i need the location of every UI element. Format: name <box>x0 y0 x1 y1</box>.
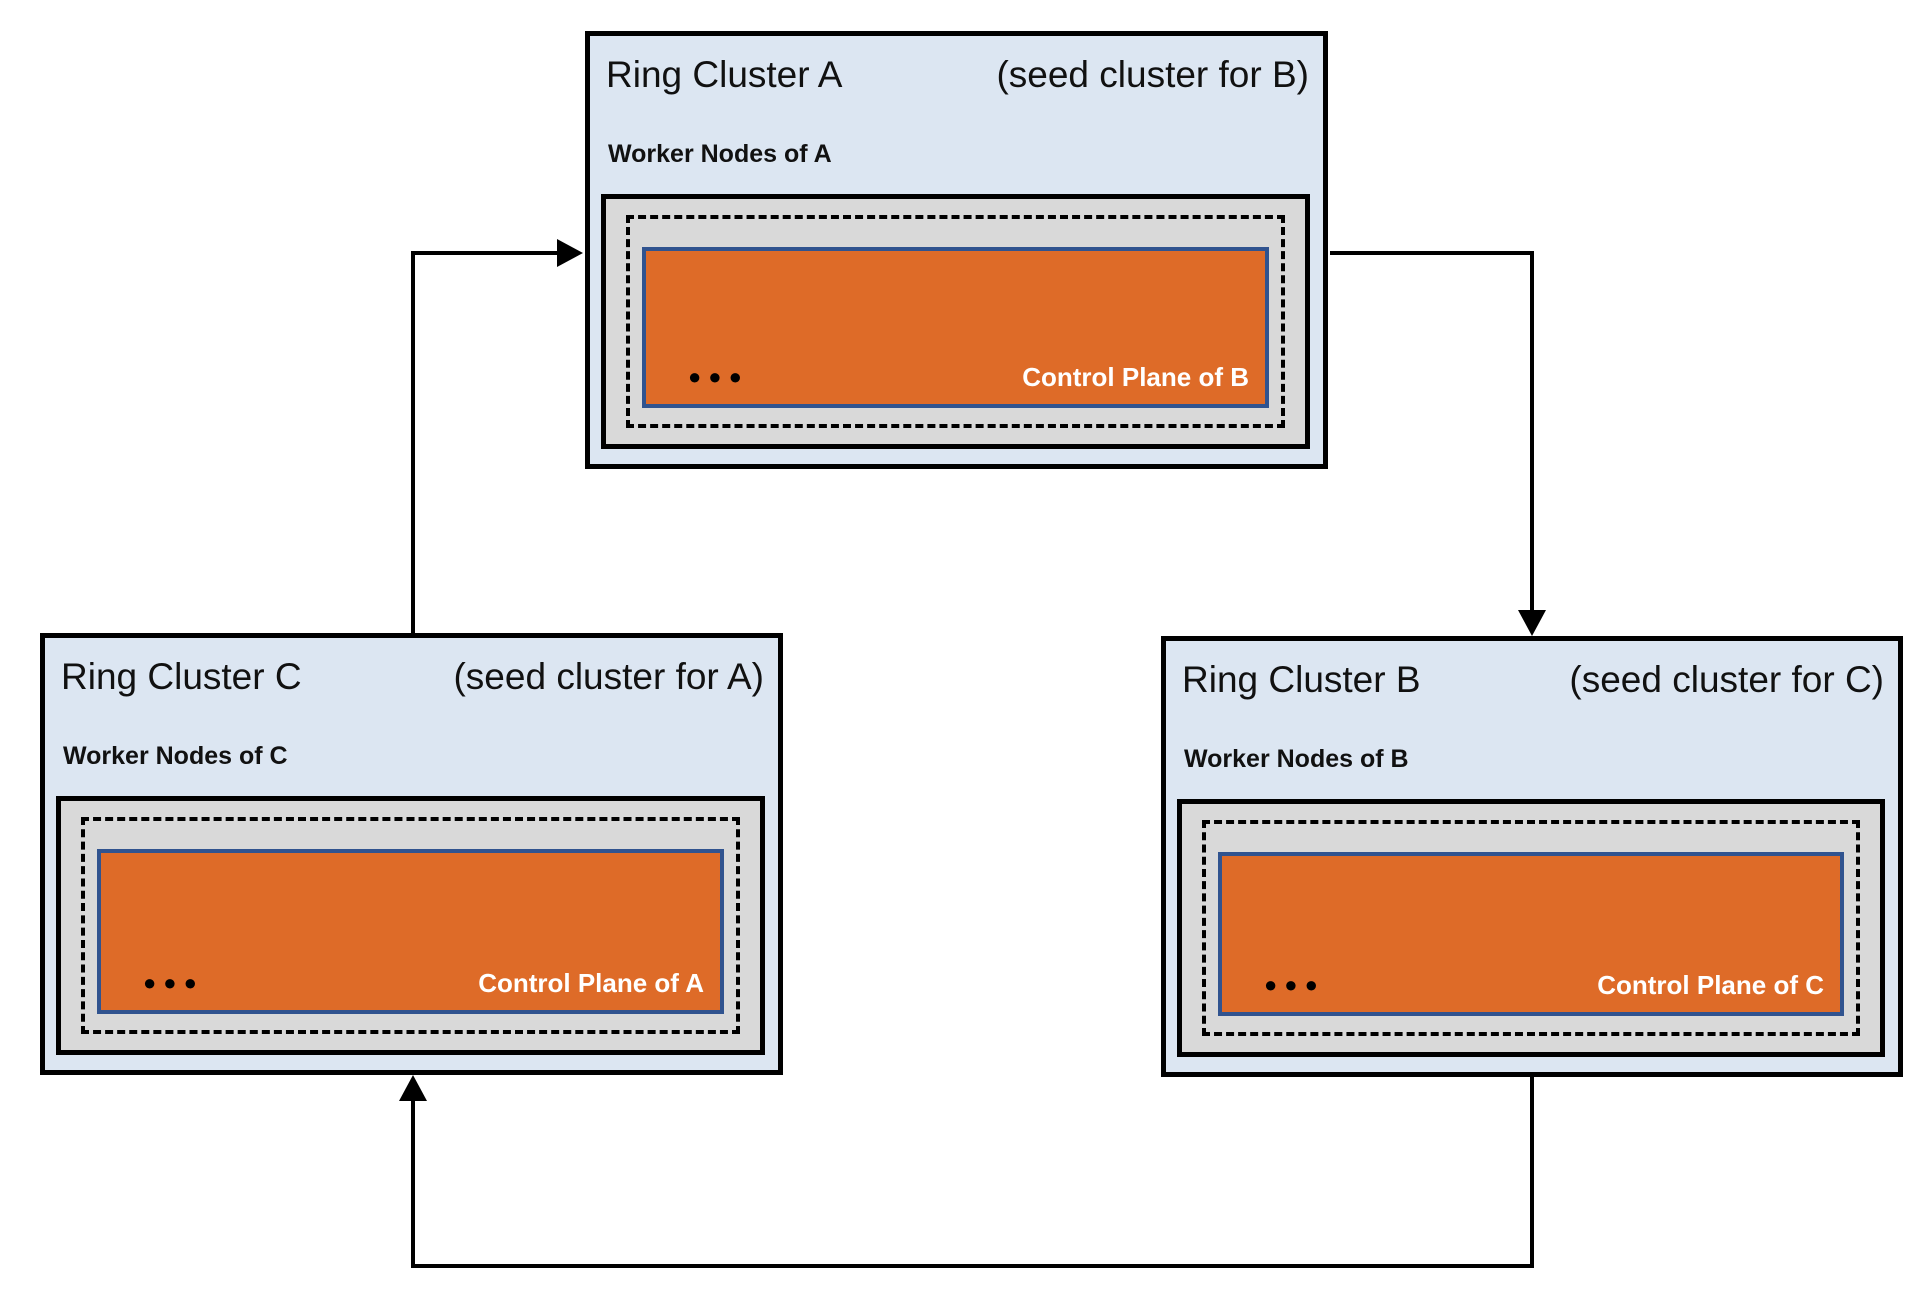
cluster-a-title: Ring Cluster A <box>606 54 843 95</box>
cluster-a-title-row: Ring Cluster A (seed cluster for B) <box>606 54 1309 96</box>
cluster-a-box: Ring Cluster A (seed cluster for B) Work… <box>585 31 1328 469</box>
cluster-b-seed-note: (seed cluster for C) <box>1569 659 1884 700</box>
cluster-a-worker-nodes-box: ●●● Control Plane of B <box>601 194 1310 449</box>
cluster-a-seed-note: (seed cluster for B) <box>996 54 1309 95</box>
arrow-segment-horizontal <box>411 251 559 255</box>
arrowhead-up-icon <box>399 1075 427 1101</box>
cluster-c-dashed-boundary: ●●● Control Plane of A <box>81 817 740 1034</box>
cluster-a-control-plane-label: Control Plane of B <box>1022 362 1249 393</box>
cluster-a-dashed-boundary: ●●● Control Plane of B <box>626 215 1285 428</box>
ellipsis-dots-icon: ●●● <box>688 364 749 389</box>
cluster-c-title: Ring Cluster C <box>61 656 302 697</box>
arrow-segment-vertical <box>411 251 415 633</box>
arrowhead-right-icon <box>557 239 583 267</box>
ellipsis-dots-icon: ●●● <box>143 970 204 995</box>
cluster-b-worker-nodes-box: ●●● Control Plane of C <box>1177 799 1885 1057</box>
cluster-c-control-plane-label: Control Plane of A <box>478 968 704 999</box>
cluster-c-seed-note: (seed cluster for A) <box>453 656 764 697</box>
cluster-a-worker-nodes-label: Worker Nodes of A <box>608 140 832 168</box>
cluster-b-title-row: Ring Cluster B (seed cluster for C) <box>1182 659 1884 701</box>
cluster-b-control-plane-box: ●●● Control Plane of C <box>1218 852 1844 1016</box>
arrow-segment-vertical <box>411 1101 415 1268</box>
ellipsis-dots-icon: ●●● <box>1264 972 1325 997</box>
cluster-c-control-plane-box: ●●● Control Plane of A <box>97 849 724 1014</box>
cluster-c-worker-nodes-label: Worker Nodes of C <box>63 742 288 770</box>
cluster-c-box: Ring Cluster C (seed cluster for A) Work… <box>40 633 783 1075</box>
arrow-segment-vertical <box>1530 1077 1534 1268</box>
cluster-b-title: Ring Cluster B <box>1182 659 1421 700</box>
cluster-b-box: Ring Cluster B (seed cluster for C) Work… <box>1161 636 1903 1077</box>
cluster-c-worker-nodes-box: ●●● Control Plane of A <box>56 796 765 1055</box>
cluster-c-title-row: Ring Cluster C (seed cluster for A) <box>61 656 764 698</box>
cluster-b-control-plane-label: Control Plane of C <box>1597 970 1824 1001</box>
arrowhead-down-icon <box>1518 610 1546 636</box>
cluster-b-worker-nodes-label: Worker Nodes of B <box>1184 745 1409 773</box>
arrow-segment-horizontal <box>1330 251 1532 255</box>
cluster-a-control-plane-box: ●●● Control Plane of B <box>642 247 1269 408</box>
cluster-b-dashed-boundary: ●●● Control Plane of C <box>1202 820 1860 1036</box>
arrow-segment-vertical <box>1530 251 1534 611</box>
arrow-segment-horizontal <box>411 1264 1534 1268</box>
